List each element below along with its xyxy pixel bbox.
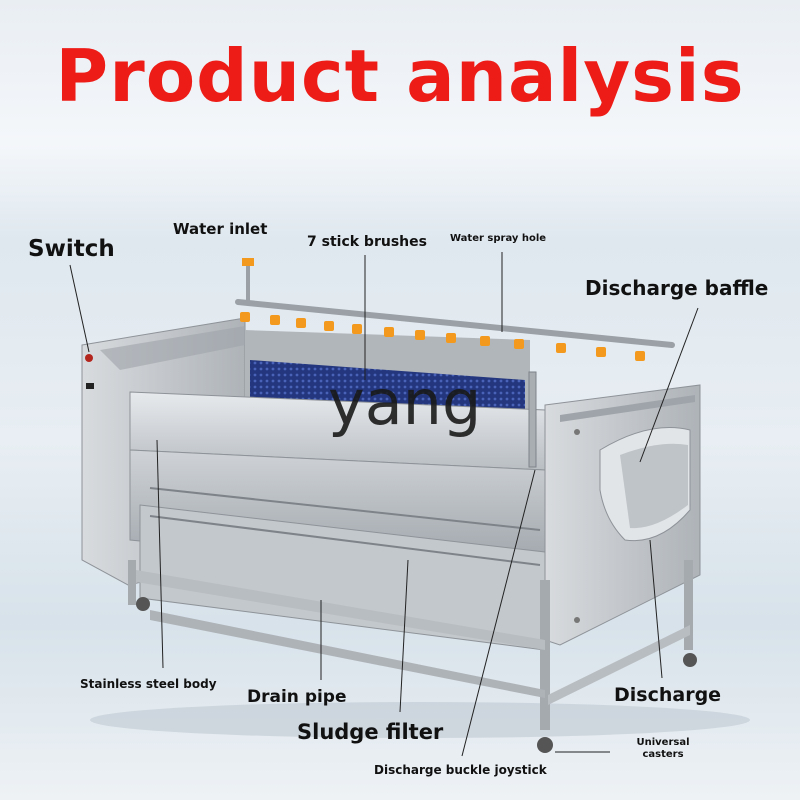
label-sludge-filter: Sludge filter xyxy=(297,720,444,744)
label-universal-casters: Universal casters xyxy=(636,737,690,760)
frame-leg xyxy=(684,560,693,650)
frame-rail xyxy=(548,625,690,705)
caster-wheel-icon xyxy=(683,653,697,667)
discharge-buckle-joystick xyxy=(528,371,537,468)
frame-leg xyxy=(128,560,136,605)
label-discharge-baffle: Discharge baffle xyxy=(585,276,769,300)
label-discharge-buckle-joystick: Discharge buckle joystick xyxy=(374,763,547,777)
right-panel-rim xyxy=(560,395,695,422)
leader-lines xyxy=(69,252,699,757)
switch-indicator-icon[interactable] xyxy=(85,354,93,362)
label-water-spray-hole: Water spray hole xyxy=(450,233,547,244)
caster-wheel-icon xyxy=(136,597,150,611)
label-switch: Switch xyxy=(28,236,115,262)
caster-wheel-icon xyxy=(537,737,553,753)
left-panel-rim xyxy=(100,326,245,370)
label-drain-pipe: Drain pipe xyxy=(247,687,347,707)
label-stick-brushes: 7 stick brushes xyxy=(307,234,427,250)
frame-leg xyxy=(540,580,550,730)
water-spray-pipe xyxy=(235,299,675,348)
label-stainless-steel-body: Stainless steel body xyxy=(80,677,217,691)
discharge-baffle-plate xyxy=(620,443,688,529)
watermark: yang xyxy=(328,366,482,439)
frame-rail xyxy=(150,610,545,698)
water-spray-nozzles xyxy=(240,312,645,361)
label-water-inlet: Water inlet xyxy=(173,220,268,238)
frame-rail xyxy=(136,570,545,650)
floor-shadow xyxy=(90,702,750,738)
switch-button-icon[interactable] xyxy=(86,383,94,389)
page-title: Product analysis xyxy=(55,34,745,118)
label-discharge: Discharge xyxy=(614,684,722,706)
